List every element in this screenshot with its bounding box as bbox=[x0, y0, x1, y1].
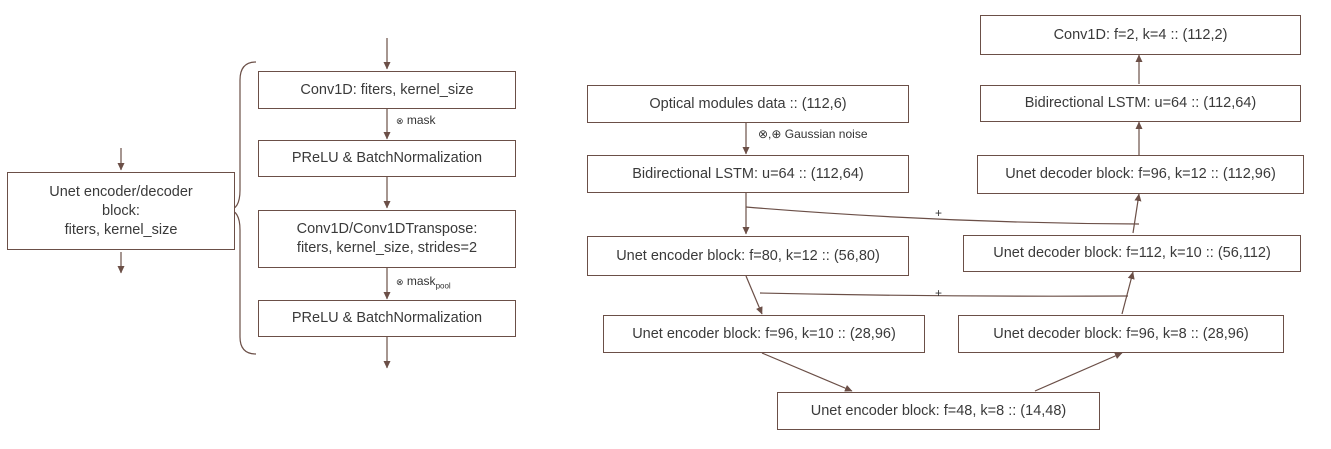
decoder-block-3: Unet decoder block: f=96, k=12 :: (112,9… bbox=[977, 155, 1304, 194]
mask-pool-text: mask bbox=[406, 274, 436, 288]
lstm-in-box: Bidirectional LSTM: u=64 :: (112,64) bbox=[587, 155, 909, 193]
mask-pool-label: ⊗ maskpool bbox=[396, 274, 451, 290]
arrow-dec1-to-dec2 bbox=[1121, 271, 1135, 315]
bottleneck-block: Unet encoder block: f=48, k=8 :: (14,48) bbox=[777, 392, 1100, 430]
skip-plus-1: + bbox=[935, 206, 943, 220]
step-prelu-bn-1: PReLU & BatchNormalization bbox=[258, 140, 516, 177]
decoder-block-2: Unet decoder block: f=112, k=10 :: (56,1… bbox=[963, 235, 1301, 272]
skip-enc1-to-dec2 bbox=[759, 292, 1129, 297]
otimes-symbol-2: ⊗ bbox=[396, 277, 404, 287]
decoder-block-1: Unet decoder block: f=96, k=8 :: (28,96) bbox=[958, 315, 1284, 353]
encoder-block-1: Unet encoder block: f=80, k=12 :: (56,80… bbox=[587, 236, 909, 276]
step-conv1d: Conv1D: fiters, kernel_size bbox=[258, 71, 516, 109]
skip-lstm-to-dec3 bbox=[745, 206, 1140, 225]
arrow-dec2-to-dec3 bbox=[1132, 193, 1142, 234]
step-prelu-bn-2: PReLU & BatchNormalization bbox=[258, 300, 516, 337]
noise-label: ⊗,⊕ Gaussian noise bbox=[758, 127, 868, 141]
mask-pool-subscript: pool bbox=[435, 281, 451, 291]
generic-block-box: Unet encoder/decoder block: fiters, kern… bbox=[7, 172, 235, 250]
arrow-bottleneck-to-dec1 bbox=[1034, 352, 1123, 392]
otimes-symbol: ⊗ bbox=[396, 116, 404, 126]
encoder-block-2: Unet encoder block: f=96, k=10 :: (28,96… bbox=[603, 315, 925, 353]
step-conv1d-transpose: Conv1D/Conv1DTranspose: fiters, kernel_s… bbox=[258, 210, 516, 268]
lstm-out-box: Bidirectional LSTM: u=64 :: (112,64) bbox=[980, 85, 1301, 122]
skip-plus-2: + bbox=[935, 286, 943, 300]
conv-out-box: Conv1D: f=2, k=4 :: (112,2) bbox=[980, 15, 1301, 55]
input-box: Optical modules data :: (112,6) bbox=[587, 85, 909, 123]
mask-label: ⊗ mask bbox=[396, 113, 436, 127]
mask-text: mask bbox=[406, 113, 436, 127]
arrow-enc2-to-bottleneck bbox=[761, 352, 853, 392]
arrow-enc1-to-enc2 bbox=[745, 275, 763, 315]
